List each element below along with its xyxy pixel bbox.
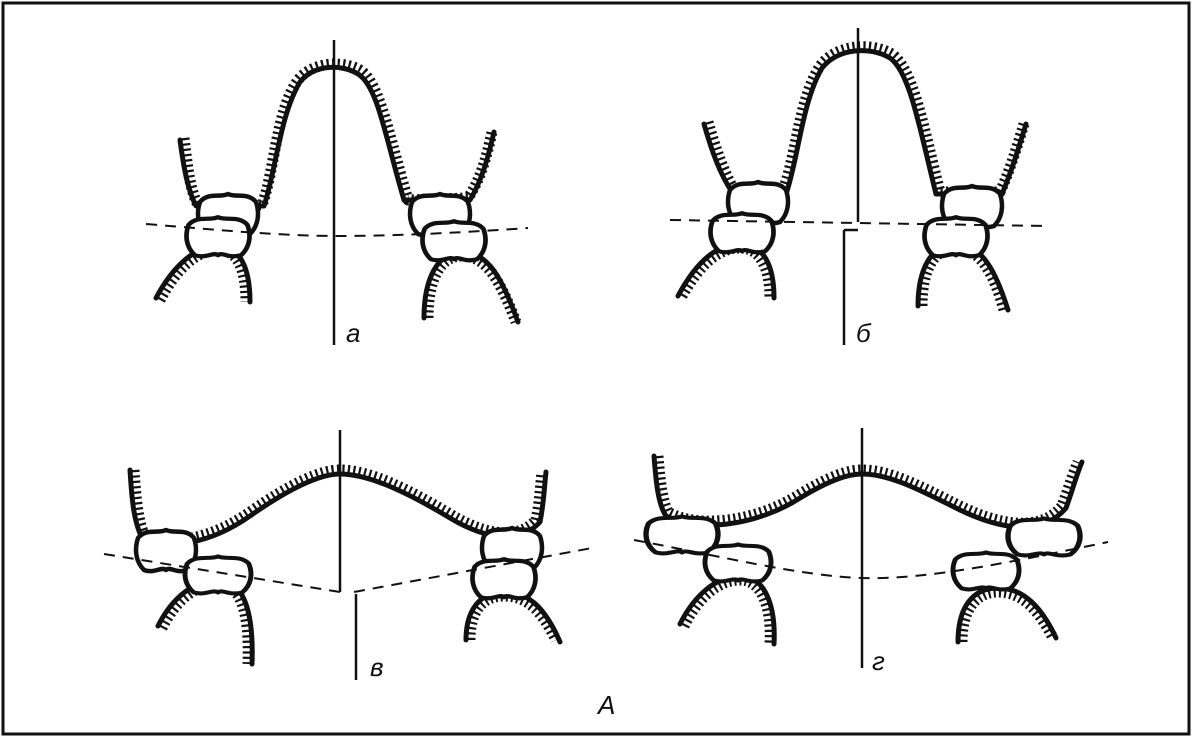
panel-a-upper-jaw-outline bbox=[177, 64, 497, 209]
panel-a-tooth-lower-right bbox=[423, 221, 486, 260]
panel-b-label: б bbox=[856, 318, 872, 348]
panel-v-upper-jaw-hatch bbox=[128, 464, 548, 546]
panel-v-tooth-lower-left bbox=[185, 556, 251, 593]
panel-b-lower-right-hatch bbox=[916, 242, 1010, 312]
panel-v-occlusal-line-right bbox=[353, 547, 593, 593]
panel-b-tooth-lower-right bbox=[925, 217, 988, 256]
panel-v-label: в bbox=[370, 652, 384, 682]
panel-v: в bbox=[103, 430, 593, 682]
panel-a-tooth-lower-left bbox=[187, 217, 250, 256]
panel-b-tooth-lower-left bbox=[711, 213, 774, 252]
panel-a-lower-right-outline bbox=[421, 249, 521, 325]
panel-g-lower-right-hatch bbox=[956, 586, 1057, 643]
panel-g-tooth-lower-right bbox=[953, 552, 1019, 589]
panel-v-lower-right-hatch bbox=[464, 590, 561, 643]
panel-a-label: а bbox=[346, 318, 360, 348]
panel-g-tooth-upper-left bbox=[646, 516, 718, 553]
panel-g-label: г bbox=[872, 646, 885, 676]
panel-b-occlusal-line bbox=[669, 219, 1047, 227]
panel-a-upper-jaw-hatch bbox=[178, 58, 498, 211]
panel-b-upper-jaw-hatch bbox=[702, 41, 1030, 198]
panel-a-occlusal-line bbox=[145, 223, 529, 238]
figure-label: A bbox=[596, 690, 615, 720]
panel-b: б bbox=[669, 28, 1047, 348]
panel-a: а bbox=[145, 40, 529, 348]
panel-a-lower-left-hatch bbox=[155, 244, 252, 303]
panel-g-lower-left-outline bbox=[677, 573, 777, 647]
panel-b-upper-jaw-outline bbox=[701, 48, 1029, 197]
panel-v-lower-left-hatch bbox=[157, 578, 254, 665]
panel-g: г bbox=[633, 428, 1109, 676]
panel-g-tooth-lower-left bbox=[705, 544, 771, 581]
panel-g-lower-left-hatch bbox=[679, 574, 776, 645]
panel-v-occlusal-line-left bbox=[103, 553, 341, 593]
panel-b-lower-left-hatch bbox=[677, 242, 776, 299]
panel-g-upper-jaw-hatch bbox=[652, 455, 1084, 529]
panel-g-lower-right-outline bbox=[955, 585, 1059, 645]
